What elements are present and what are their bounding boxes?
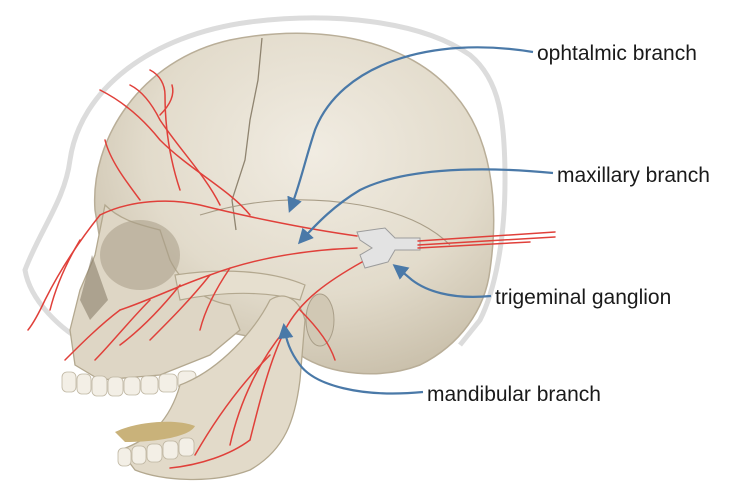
label-ophtalmic-branch: ophtalmic branch bbox=[537, 43, 697, 64]
label-trigeminal-ganglion: trigeminal ganglion bbox=[495, 287, 671, 308]
orbit bbox=[100, 220, 180, 290]
label-mandibular-branch: mandibular branch bbox=[427, 384, 601, 405]
label-maxillary-branch: maxillary branch bbox=[557, 165, 710, 186]
